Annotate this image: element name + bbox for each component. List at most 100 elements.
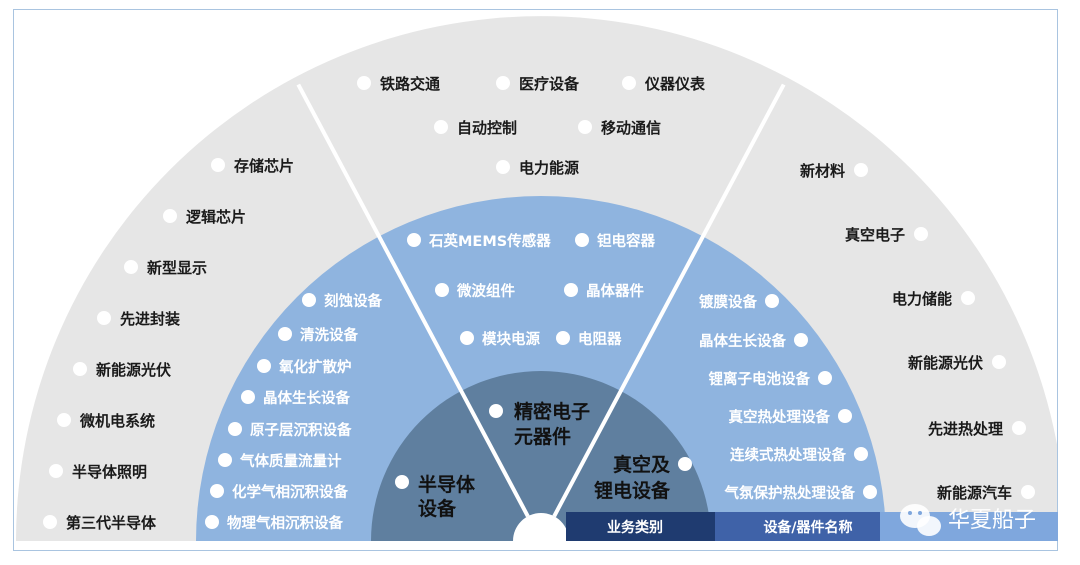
middle-left-bullet xyxy=(218,453,232,467)
core-left-line2: 设备 xyxy=(418,497,457,520)
watermark-text: 华夏船子 xyxy=(948,508,1036,533)
outer-center-bullet xyxy=(622,76,636,90)
middle-left-device: 物理气相沉积设备 xyxy=(227,514,343,532)
middle-left-device: 化学气相沉积设备 xyxy=(232,483,348,501)
outer-right-item: 新能源汽车 xyxy=(937,484,1012,502)
outer-left-item: 先进封装 xyxy=(120,310,181,328)
core-right-line1: 真空及 xyxy=(613,453,671,476)
outer-left-bullet xyxy=(57,413,71,427)
center-hub xyxy=(513,513,569,541)
left-divider-line xyxy=(296,83,530,518)
legend-business-label: 业务类别 xyxy=(607,519,663,536)
outer-right-item: 新材料 xyxy=(800,162,845,180)
middle-right-device: 连续式热处理设备 xyxy=(730,446,846,464)
outer-left-item: 存储芯片 xyxy=(234,157,294,175)
outer-left-item: 新型显示 xyxy=(147,259,207,277)
middle-center-device: 钽电容器 xyxy=(597,232,655,250)
outer-right-bullet xyxy=(1021,485,1035,499)
middle-left-bullet xyxy=(228,422,242,436)
middle-right-device: 镀膜设备 xyxy=(699,293,757,311)
outer-center-item: 移动通信 xyxy=(601,119,661,137)
middle-right-device: 锂离子电池设备 xyxy=(709,370,811,388)
middle-center-device: 模块电源 xyxy=(482,330,540,348)
outer-center-item: 医疗设备 xyxy=(519,75,580,93)
wechat-icon xyxy=(900,504,941,536)
outer-right-item: 真空电子 xyxy=(845,226,905,244)
legend-device-block xyxy=(715,512,900,541)
middle-left-bullet xyxy=(205,515,219,529)
outer-center-item: 自动控制 xyxy=(457,119,517,137)
outer-left-bullet xyxy=(163,209,177,223)
middle-left-bullet xyxy=(257,359,271,373)
right-divider-line xyxy=(552,83,786,518)
outer-center-item: 铁路交通 xyxy=(380,75,440,93)
middle-left-bullet xyxy=(210,484,224,498)
middle-center-bullet xyxy=(575,233,589,247)
core-center-bullet xyxy=(489,404,503,418)
core-right-bullet xyxy=(678,457,692,471)
outer-center-bullet xyxy=(496,76,510,90)
middle-right-bullet xyxy=(765,294,779,308)
core-left-bullet xyxy=(395,475,409,489)
middle-left-device: 氧化扩散炉 xyxy=(278,358,352,376)
middle-right-bullet xyxy=(854,447,868,461)
outer-left-bullet xyxy=(124,260,138,274)
middle-left-device: 刻蚀设备 xyxy=(324,292,382,310)
outer-left-item: 半导体照明 xyxy=(72,463,147,481)
middle-right-device: 晶体生长设备 xyxy=(699,332,786,350)
legend-business-block xyxy=(566,512,760,541)
outer-left-bullet xyxy=(211,158,225,172)
core-business-categories xyxy=(371,371,711,541)
outer-center-bullet xyxy=(578,120,592,134)
core-center-line1: 精密电子 xyxy=(514,400,590,423)
middle-right-bullet xyxy=(863,485,877,499)
outer-center-bullet xyxy=(434,120,448,134)
outer-left-bullet xyxy=(49,464,63,478)
core-center-line2: 元器件 xyxy=(514,425,571,448)
outer-center-bullet xyxy=(357,76,371,90)
middle-right-device: 真空热处理设备 xyxy=(729,408,831,426)
middle-center-device: 晶体器件 xyxy=(586,282,644,300)
core-left-line1: 半导体 xyxy=(418,473,476,496)
legend-device-label: 设备/器件名称 xyxy=(763,519,852,536)
middle-center-bullet xyxy=(407,233,421,247)
core-right-line2: 锂电设备 xyxy=(594,479,671,502)
outer-right-bullet xyxy=(992,355,1006,369)
outer-right-bullet xyxy=(914,227,928,241)
middle-ring-devices xyxy=(196,196,886,541)
middle-right-bullet xyxy=(838,409,852,423)
outer-left-item: 新能源光伏 xyxy=(96,361,171,379)
middle-center-device: 电阻器 xyxy=(578,330,622,348)
middle-right-bullet xyxy=(818,371,832,385)
outer-right-item: 电力储能 xyxy=(892,290,952,308)
middle-left-bullet xyxy=(241,390,255,404)
outer-left-bullet xyxy=(97,311,111,325)
outer-center-bullet xyxy=(496,160,510,174)
middle-left-bullet xyxy=(278,327,292,341)
diagram-frame xyxy=(13,9,1058,551)
outer-left-bullet xyxy=(73,362,87,376)
outer-left-bullet xyxy=(43,515,57,529)
outer-left-item: 第三代半导体 xyxy=(66,514,157,532)
watermark: 华夏船子 xyxy=(900,504,1036,536)
outer-right-bullet xyxy=(961,291,975,305)
outer-left-item: 微机电系统 xyxy=(79,412,155,430)
outer-right-item: 先进热处理 xyxy=(928,420,1003,438)
middle-right-bullet xyxy=(794,333,808,347)
outer-right-bullet xyxy=(854,163,868,177)
middle-right-device: 气氛保护热处理设备 xyxy=(724,484,856,502)
middle-left-device: 清洗设备 xyxy=(300,326,358,344)
outer-right-item: 新能源光伏 xyxy=(908,354,983,372)
middle-left-bullet xyxy=(302,293,316,307)
outer-center-item: 电力能源 xyxy=(519,159,579,177)
outer-left-item: 逻辑芯片 xyxy=(186,208,246,226)
outer-center-item: 仪器仪表 xyxy=(644,75,706,93)
middle-left-device: 气体质量流量计 xyxy=(239,452,342,470)
outer-right-bullet xyxy=(1012,421,1026,435)
middle-center-device: 微波组件 xyxy=(456,282,515,300)
middle-center-bullet xyxy=(564,283,578,297)
middle-center-bullet xyxy=(556,331,570,345)
middle-center-bullet xyxy=(435,283,449,297)
